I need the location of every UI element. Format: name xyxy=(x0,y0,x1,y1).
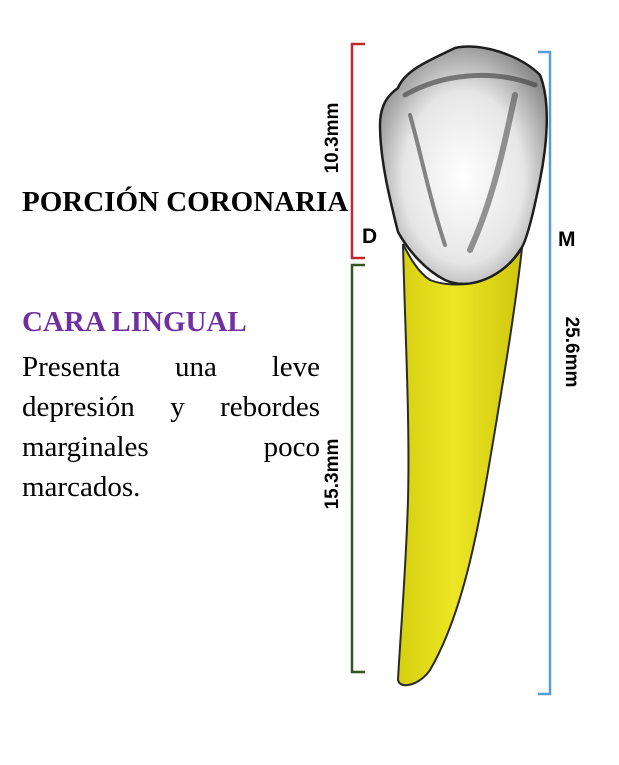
face-title: CARA LINGUAL xyxy=(22,306,247,338)
total-length-label: 25.6mm xyxy=(561,317,582,388)
total-length-bracket xyxy=(538,50,552,696)
root-length-bracket xyxy=(350,263,365,674)
tooth-root xyxy=(396,243,523,687)
crown-length-bracket xyxy=(350,42,365,260)
crown-incisal-edge xyxy=(402,72,538,98)
section-title: PORCIÓN CORONARIA xyxy=(22,186,349,218)
root-length-label: 15.3mm xyxy=(322,439,343,510)
mesial-label: M xyxy=(558,228,576,251)
crown-marginal-ridge-mesial xyxy=(467,92,518,253)
distal-label: D xyxy=(362,225,377,248)
crown-length-label: 10.3mm xyxy=(322,103,343,174)
description-text: Presenta una leve depresión y rebordes m… xyxy=(22,351,320,503)
tooth-crown xyxy=(378,45,549,286)
crown-marginal-ridge-distal xyxy=(408,113,447,247)
